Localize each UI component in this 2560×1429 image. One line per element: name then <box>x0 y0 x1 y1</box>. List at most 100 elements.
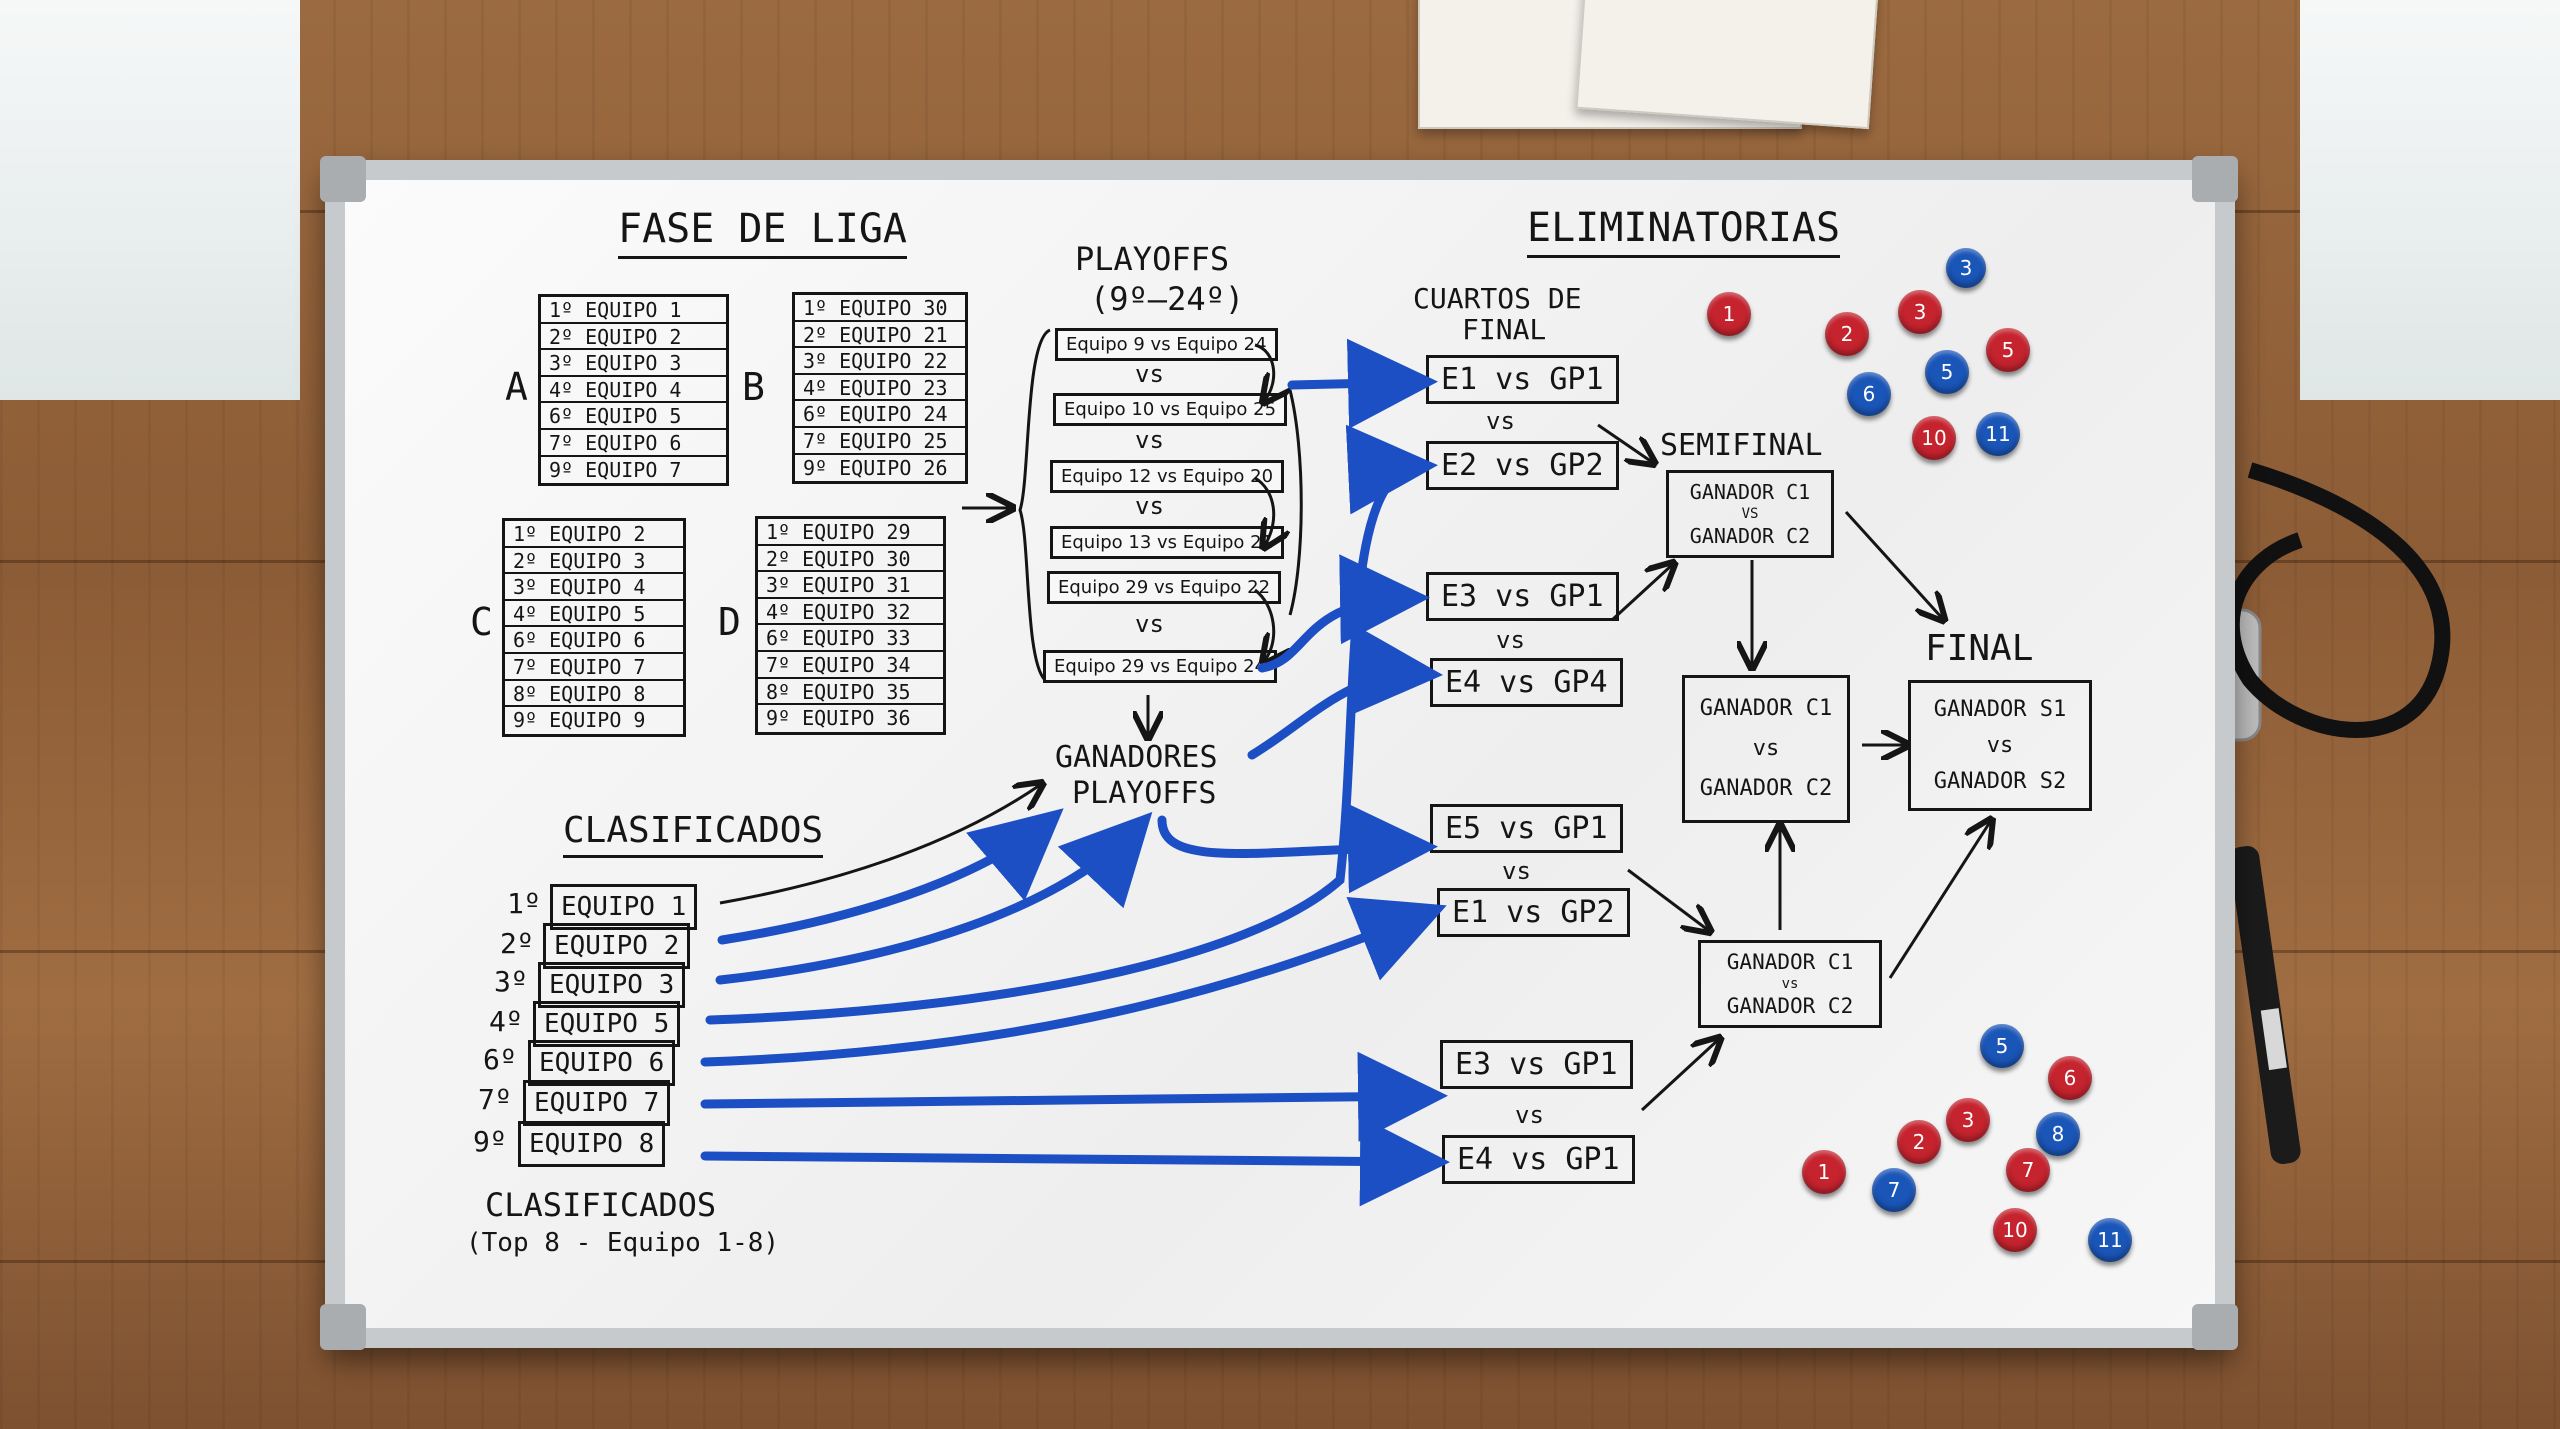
semi-team-a: GANADOR C1 <box>1699 696 1833 721</box>
blue-arrows <box>700 338 1450 1207</box>
team-magnet[interactable]: 8 <box>2036 1112 2080 1156</box>
vs-label: vs <box>1515 1101 1544 1129</box>
fase-liga-title: FASE DE LIGA <box>618 206 907 259</box>
list-item: 2º EQUIPO 30 <box>758 546 943 573</box>
team-magnet[interactable]: 1 <box>1707 292 1751 336</box>
list-item: 3º EQUIPO 31 <box>758 572 943 599</box>
list-item: 1º EQUIPO 1 <box>541 297 726 324</box>
team-magnet[interactable]: 6 <box>2048 1056 2092 1100</box>
clasificado-team: EQUIPO 8 <box>518 1121 666 1167</box>
quarter-match: E2 vs GP2 <box>1426 441 1619 490</box>
team-magnet[interactable]: 7 <box>1872 1168 1916 1212</box>
board-corner <box>2192 156 2238 202</box>
list-item: 8º EQUIPO 8 <box>505 681 683 708</box>
list-item: 4º EQUIPO 4 <box>541 377 726 404</box>
team-magnet[interactable]: 3 <box>1898 290 1942 334</box>
clasificado-team: EQUIPO 1 <box>550 884 698 930</box>
group-letter-c: C <box>470 600 493 644</box>
clasificados-footer-title: CLASIFICADOS <box>485 1186 717 1224</box>
team-magnet[interactable]: 2 <box>1825 312 1869 356</box>
playoff-match: Equipo 12 vs Equipo 20 <box>1050 460 1285 493</box>
list-item: 4º EQUIPO 5 <box>505 601 683 628</box>
playoff-match: Equipo 29 vs Equipo 22 <box>1047 571 1282 604</box>
clasificado-team: EQUIPO 2 <box>543 923 691 969</box>
semi-team-b: GANADOR C2 <box>1699 776 1833 801</box>
playoff-match: Equipo 9 vs Equipo 24 <box>1055 328 1278 361</box>
semifinal-label: SEMIFINAL <box>1660 428 1823 463</box>
list-item: 2º EQUIPO 2 <box>541 324 726 351</box>
list-item: 4º EQUIPO 32 <box>758 599 943 626</box>
vs-label: vs <box>1135 492 1164 520</box>
semi-team-b: GANADOR C2 <box>1726 994 1854 1018</box>
board-corner <box>320 1304 366 1350</box>
rank-label: 4º <box>489 1005 523 1038</box>
final-team-a: GANADOR S1 <box>1933 696 2067 722</box>
list-item: 8º EQUIPO 35 <box>758 679 943 706</box>
semi-team-b: GANADOR C2 <box>1689 524 1811 548</box>
list-item: 2º EQUIPO 3 <box>505 548 683 575</box>
black-connectors <box>719 328 1990 1112</box>
team-magnet[interactable]: 5 <box>1986 328 2030 372</box>
semifinal-box: GANADOR C1 VS GANADOR C2 <box>1666 470 1834 558</box>
quarter-match: E3 vs GP1 <box>1426 572 1619 621</box>
clasificado-team: EQUIPO 6 <box>528 1040 676 1086</box>
final-team-b: GANADOR S2 <box>1933 768 2067 794</box>
playoff-match: Equipo 13 vs Equipo 21 <box>1050 526 1285 559</box>
cuartos-label-line2: FINAL <box>1462 313 1547 346</box>
group-letter-a: A <box>505 365 528 409</box>
vs-label: vs <box>1486 407 1515 435</box>
list-item: 7º EQUIPO 6 <box>541 430 726 457</box>
rank-label: 1º <box>507 887 541 920</box>
semi-team-a: GANADOR C1 <box>1689 480 1811 504</box>
list-item: 7º EQUIPO 7 <box>505 654 683 681</box>
group-a-list: 1º EQUIPO 1 2º EQUIPO 2 3º EQUIPO 3 4º E… <box>538 294 729 487</box>
team-magnet[interactable]: 3 <box>1946 1098 1990 1142</box>
semi-vs: vs <box>1781 976 1799 992</box>
vs-label: vs <box>1135 426 1164 454</box>
team-magnet[interactable]: 10 <box>1993 1208 2037 1252</box>
group-letter-b: B <box>742 365 765 409</box>
list-item: 6º EQUIPO 5 <box>541 403 726 430</box>
final-label: FINAL <box>1925 628 2034 669</box>
clasificado-team: EQUIPO 5 <box>533 1001 681 1047</box>
winners-playoffs-line1: GANADORES <box>1055 740 1218 775</box>
list-item: 3º EQUIPO 4 <box>505 574 683 601</box>
rank-label: 6º <box>483 1043 517 1076</box>
semi-team-a: GANADOR C1 <box>1726 950 1854 974</box>
team-magnet[interactable]: 5 <box>1980 1024 2024 1068</box>
team-magnet[interactable]: 7 <box>2006 1148 2050 1192</box>
team-magnet[interactable]: 3 <box>1946 248 1986 288</box>
playoff-match: Equipo 29 vs Equipo 24 <box>1043 650 1278 683</box>
eliminatorias-title: ELIMINATORIAS <box>1527 205 1841 258</box>
team-magnet[interactable]: 1 <box>1802 1150 1846 1194</box>
group-b-list: 1º EQUIPO 30 2º EQUIPO 21 3º EQUIPO 22 4… <box>792 292 968 485</box>
team-magnet[interactable]: 6 <box>1847 372 1891 416</box>
clasificado-team: EQUIPO 7 <box>523 1080 671 1126</box>
group-letter-d: D <box>718 600 741 644</box>
playoff-match: Equipo 10 vs Equipo 25 <box>1053 393 1288 426</box>
semi-vs: VS <box>1741 506 1759 522</box>
team-magnet[interactable]: 5 <box>1925 350 1969 394</box>
list-item: 3º EQUIPO 3 <box>541 350 726 377</box>
semifinal-box: GANADOR C1 vs GANADOR C2 <box>1682 675 1850 823</box>
final-vs: vs <box>1986 732 2014 758</box>
list-item: 7º EQUIPO 34 <box>758 652 943 679</box>
vs-label: vs <box>1502 857 1531 885</box>
cuartos-label-line1: CUARTOS DE <box>1413 282 1582 315</box>
team-magnet[interactable]: 2 <box>1897 1120 1941 1164</box>
list-item: 4º EQUIPO 23 <box>795 375 965 402</box>
rank-label: 7º <box>478 1083 512 1116</box>
team-magnet[interactable]: 10 <box>1912 416 1956 460</box>
team-magnet[interactable]: 11 <box>2088 1218 2132 1262</box>
board-corner <box>320 156 366 202</box>
list-item: 1º EQUIPO 2 <box>505 521 683 548</box>
group-d-list: 1º EQUIPO 29 2º EQUIPO 30 3º EQUIPO 31 4… <box>755 516 946 735</box>
quarter-match: E1 vs GP1 <box>1426 355 1619 404</box>
winners-playoffs-line2: PLAYOFFS <box>1072 776 1217 811</box>
rank-label: 9º <box>473 1125 507 1158</box>
quarter-match: E5 vs GP1 <box>1430 804 1623 853</box>
group-c-list: 1º EQUIPO 2 2º EQUIPO 3 3º EQUIPO 4 4º E… <box>502 518 686 737</box>
rank-label: 3º <box>494 965 528 998</box>
semifinal-box: GANADOR C1 vs GANADOR C2 <box>1698 940 1882 1028</box>
team-magnet[interactable]: 11 <box>1976 412 2020 456</box>
